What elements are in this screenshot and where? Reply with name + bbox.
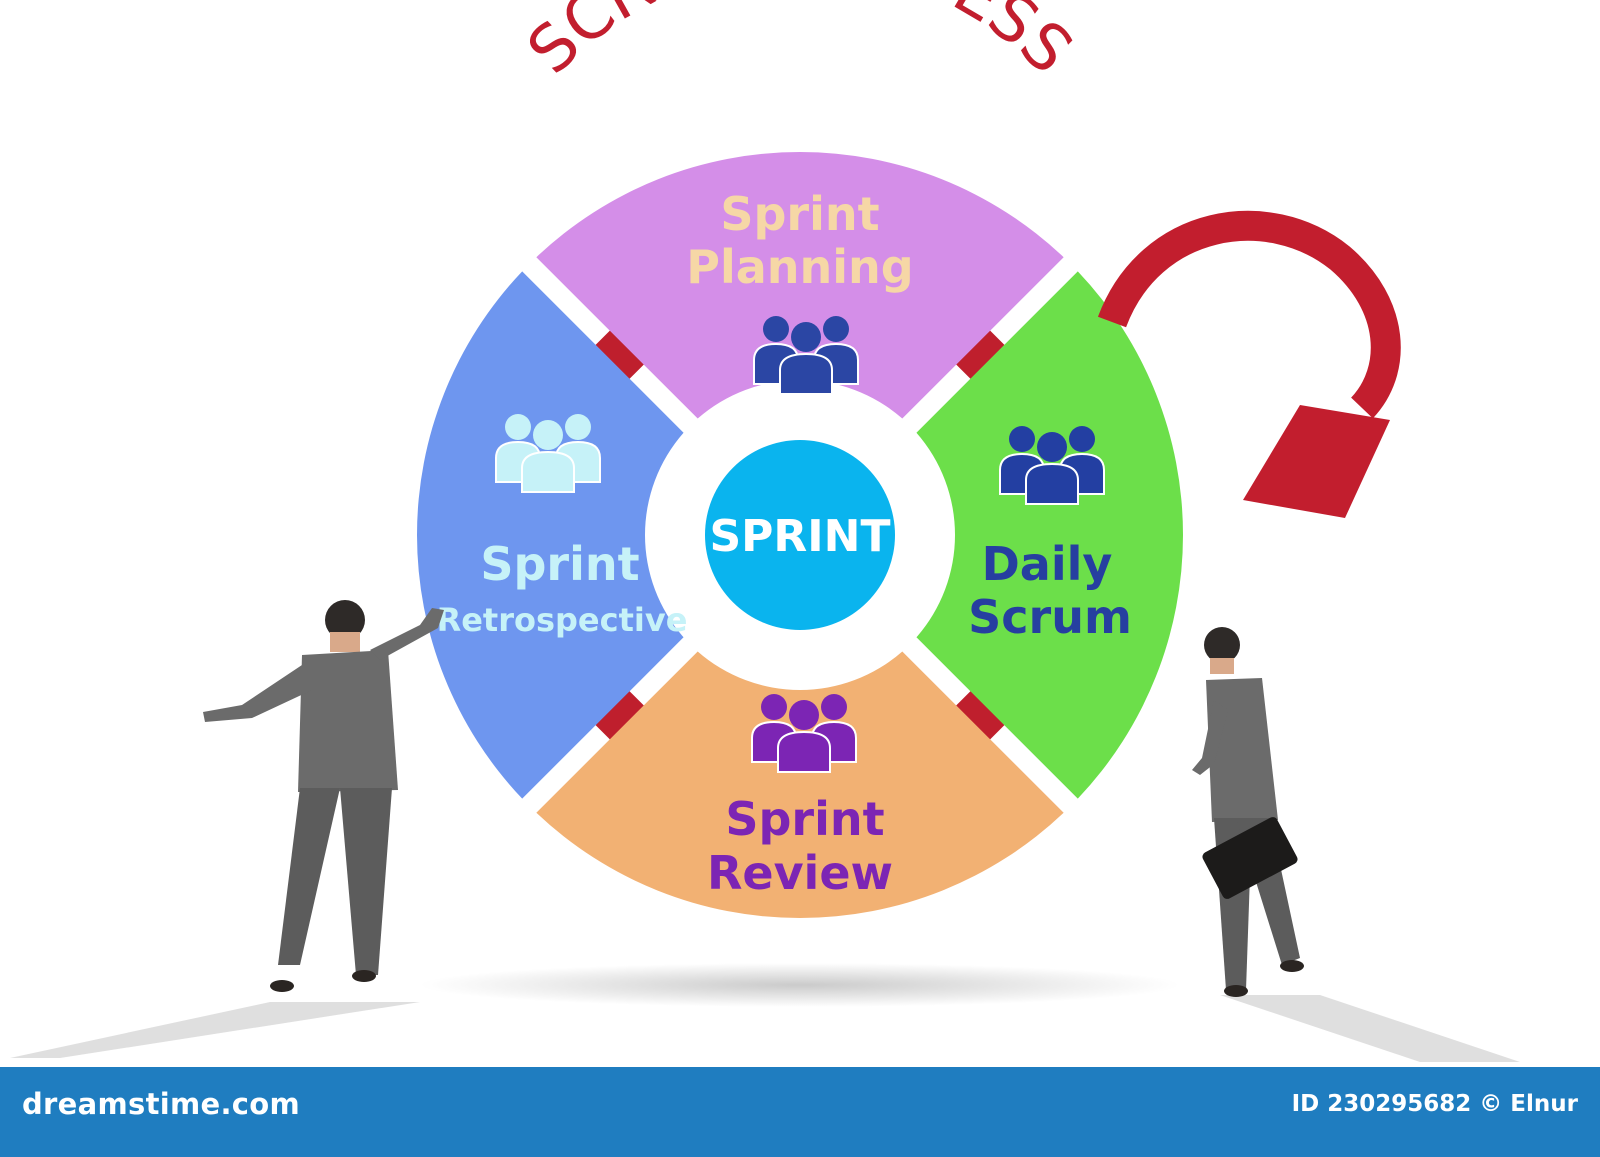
segment-review-label-1: Sprint (725, 792, 884, 846)
segment-retro (416, 271, 684, 799)
segment-planning-label-2: Planning (686, 240, 913, 294)
segment-daily-label-1: Daily (982, 537, 1113, 591)
segment-review-label-2: Review (707, 846, 893, 900)
segment-daily-team-icon (999, 426, 1105, 505)
process-wheel: SPRINTSprintPlanningDailyScrumSprintRevi… (416, 152, 1184, 918)
footer-brand[interactable]: dreamstime.com (22, 1087, 301, 1121)
footer-credit: ID 230295682 © Elnur (1291, 1091, 1578, 1117)
businessman-right (1192, 627, 1520, 1062)
diagram-title-text: SCRUM PROCESS (514, 0, 1086, 89)
segment-retro-label-1: Sprint (480, 537, 639, 591)
footer-bar: dreamstime.com ID 230295682 © Elnur (0, 1067, 1600, 1157)
segment-daily (916, 271, 1184, 799)
segment-retro-label-2: Retrospective (437, 601, 688, 639)
segment-planning (536, 152, 1064, 419)
segment-review (536, 651, 1064, 918)
cycle-arrow-icon (1097, 210, 1401, 518)
segment-planning-label-1: Sprint (720, 187, 879, 241)
businessman-left (10, 600, 444, 1058)
diagram-title: SCRUM PROCESS (514, 0, 1086, 89)
segment-daily-label-2: Scrum (968, 590, 1132, 644)
center-label: SPRINT (709, 511, 890, 562)
center-circle (705, 440, 895, 630)
segment-planning-team-icon (753, 316, 859, 395)
segment-retro-team-icon (495, 414, 601, 493)
floor-shadow (420, 963, 1180, 1007)
segment-review-team-icon (751, 694, 857, 773)
